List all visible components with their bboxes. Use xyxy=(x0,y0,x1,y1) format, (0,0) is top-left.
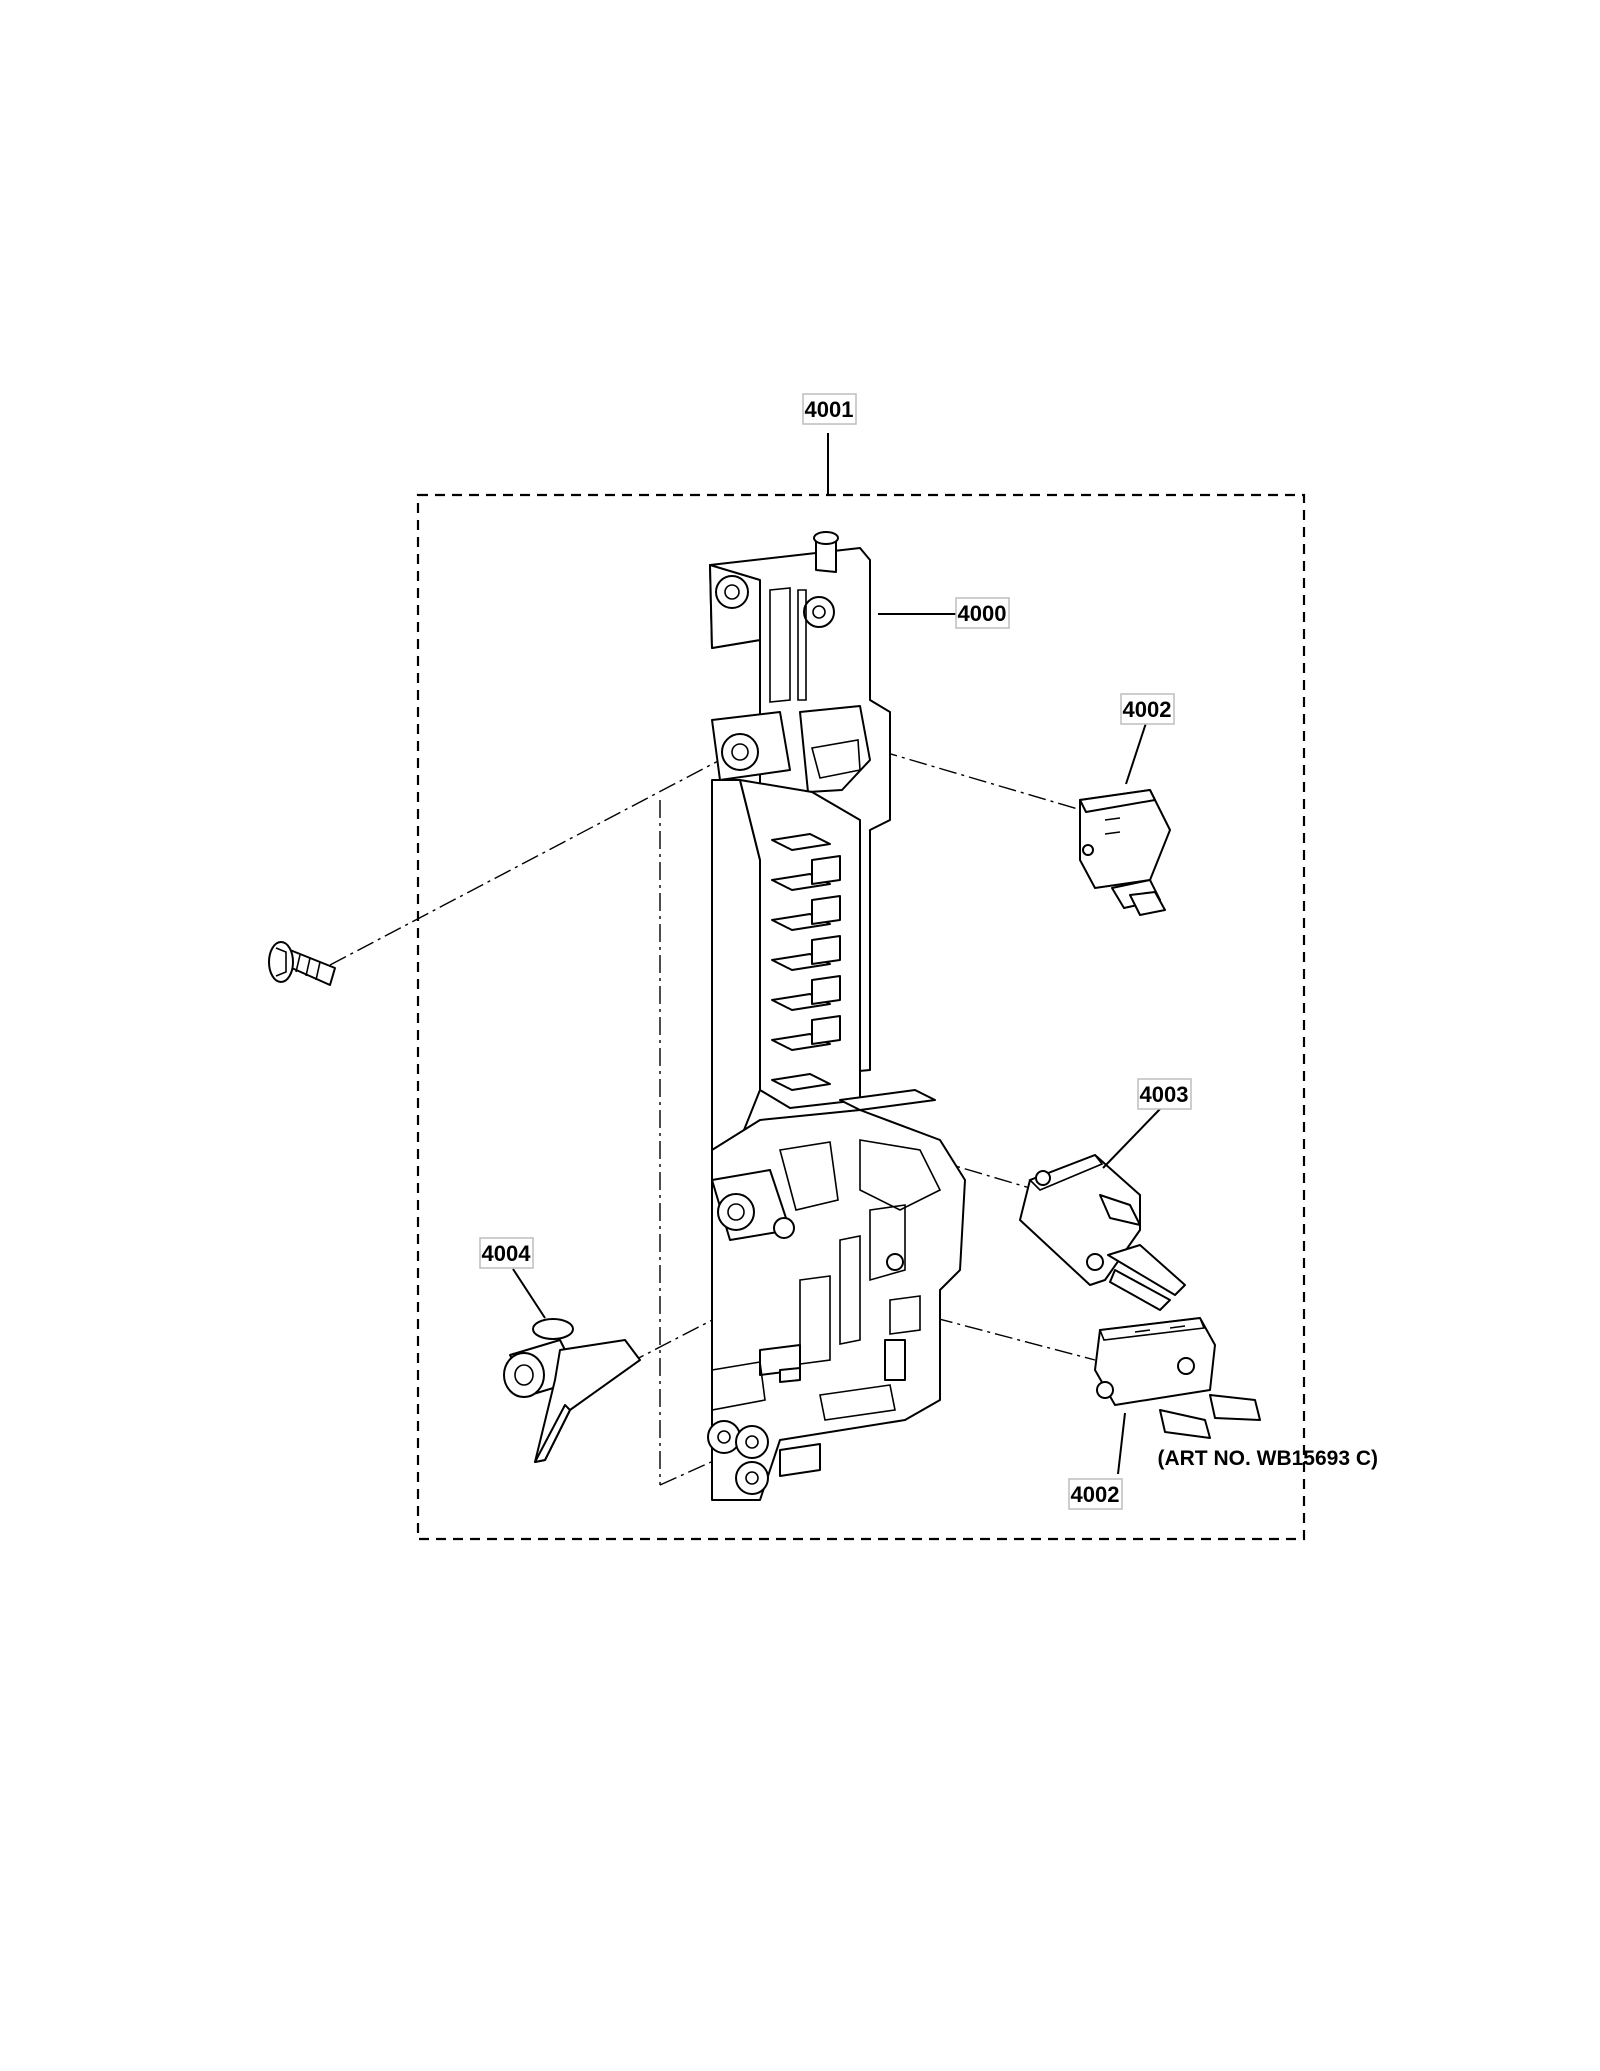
callout-4000: 4000 xyxy=(955,597,1010,629)
micro-switch-middle xyxy=(1019,1154,1186,1311)
svg-text:4002: 4002 xyxy=(1123,697,1172,722)
callout-4004: 4004 xyxy=(479,1237,534,1269)
callout-4001: 4001 xyxy=(802,393,857,425)
callout-4002-top: 4002 xyxy=(1120,693,1175,725)
micro-switch-bottom xyxy=(1094,1317,1261,1439)
svg-text:4004: 4004 xyxy=(482,1241,532,1266)
art-number: (ART NO. WB15693 C) xyxy=(1157,1447,1378,1470)
callout-4002-bottom: 4002 xyxy=(1068,1478,1123,1510)
leader-lines xyxy=(512,433,1161,1475)
switch-holder-frame xyxy=(707,531,966,1501)
lever-part xyxy=(503,1318,641,1463)
micro-switch-top xyxy=(1079,789,1171,916)
svg-text:4000: 4000 xyxy=(958,601,1007,626)
frame-rungs xyxy=(771,833,841,1091)
screw xyxy=(268,941,336,986)
assembly-boundary xyxy=(416,493,1306,1541)
callout-4003: 4003 xyxy=(1137,1078,1192,1110)
svg-text:4001: 4001 xyxy=(805,397,854,422)
svg-text:4003: 4003 xyxy=(1140,1082,1189,1107)
svg-text:4002: 4002 xyxy=(1071,1482,1120,1507)
